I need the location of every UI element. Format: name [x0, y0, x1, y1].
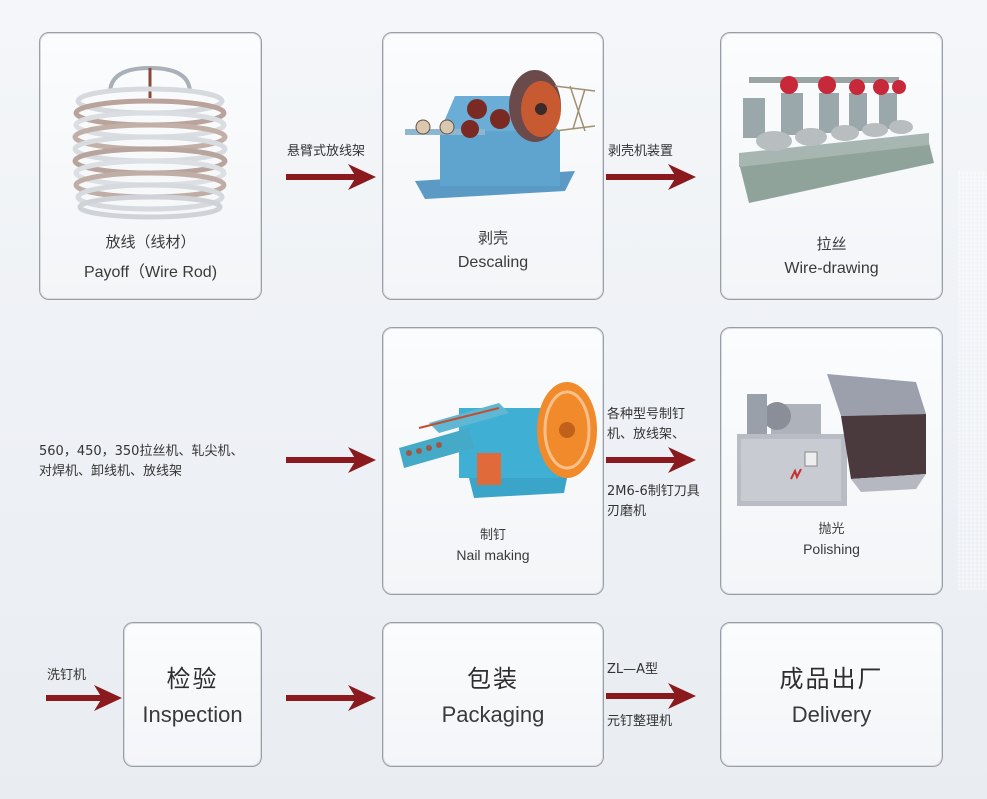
descaling-en-label: Descaling	[457, 254, 529, 271]
connector-label-packaging-delivery-above: ZL—A型	[607, 662, 659, 677]
step-polishing: 抛光 Polishing	[720, 327, 943, 595]
step-nail-making: 制钉 Nail making	[382, 327, 604, 595]
nail-polishing-above2: 机、放线架、	[607, 427, 686, 442]
payoff-zh-label: 放线（线材）	[105, 233, 196, 251]
nail-making-en-label: Nail making	[456, 547, 530, 563]
polishing-zh-label: 抛光	[818, 522, 845, 537]
connector-label-payoff-descaling: 悬臂式放线架	[287, 144, 366, 159]
wire-drawing-machine-image	[739, 76, 934, 203]
polishing-caption: 抛光 Polishing	[721, 518, 942, 557]
background-decoration	[958, 170, 987, 590]
connector-label-row3-input: 洗钉机	[47, 668, 87, 683]
wire-drawing-zh-label: 拉丝	[816, 235, 847, 253]
arrow-right-icon	[46, 685, 122, 711]
polishing-machine-image	[737, 374, 926, 506]
connector-label-nail-polishing-below: 2M6-6制钉刀具 刃磨机	[607, 482, 700, 522]
wire-coil-image	[72, 65, 228, 220]
delivery-en-label: Delivery	[791, 702, 872, 727]
inspection-en-label: Inspection	[142, 702, 243, 727]
delivery-caption: 成品出厂 Delivery	[721, 659, 942, 728]
nail-polishing-below1: 2M6-6制钉刀具	[607, 484, 700, 499]
row2-input-line1: 560，450，350拉丝机、轧尖机、	[39, 444, 244, 459]
descaling-caption: 剥壳 Descaling	[383, 227, 603, 272]
connector-label-row2-input: 560，450，350拉丝机、轧尖机、 对焊机、卸线机、放线架	[39, 442, 243, 482]
packaging-caption: 包装 Packaging	[383, 659, 603, 728]
arrow-right-icon	[286, 164, 376, 190]
wire-drawing-caption: 拉丝 Wire-drawing	[721, 233, 942, 278]
inspection-caption: 检验 Inspection	[124, 659, 261, 728]
step-packaging: 包装 Packaging	[382, 622, 604, 767]
arrow-right-icon	[606, 447, 696, 473]
step-payoff: 放线（线材） Payoff（Wire Rod)	[39, 32, 262, 300]
packaging-zh-label: 包装	[467, 665, 519, 693]
arrow-right-icon	[286, 685, 376, 711]
nail-polishing-above1: 各种型号制钉	[607, 407, 686, 422]
descaling-machine-image	[405, 70, 595, 199]
row2-input-line2: 对焊机、卸线机、放线架	[39, 464, 183, 479]
nail-making-zh-label: 制钉	[479, 528, 506, 543]
payoff-en-label: Payoff（Wire Rod)	[83, 264, 218, 281]
arrow-right-icon	[606, 164, 696, 190]
connector-label-nail-polishing-above: 各种型号制钉 机、放线架、	[607, 405, 685, 445]
nail-making-caption: 制钉 Nail making	[383, 524, 603, 563]
descaling-zh-label: 剥壳	[477, 229, 508, 247]
delivery-zh-label: 成品出厂	[779, 665, 884, 693]
arrow-right-icon	[286, 447, 376, 473]
wire-drawing-en-label: Wire-drawing	[784, 260, 879, 277]
payoff-caption: 放线（线材） Payoff（Wire Rod)	[40, 231, 261, 282]
step-descaling: 剥壳 Descaling	[382, 32, 604, 300]
packaging-en-label: Packaging	[441, 702, 545, 727]
step-delivery: 成品出厂 Delivery	[720, 622, 943, 767]
connector-label-packaging-delivery-below: 元钉整理机	[607, 714, 673, 729]
inspection-zh-label: 检验	[166, 665, 219, 693]
nail-making-machine-image	[399, 382, 597, 498]
polishing-en-label: Polishing	[803, 541, 860, 557]
nail-polishing-below2: 刃磨机	[607, 504, 647, 519]
connector-label-descaling-drawing: 剥壳机装置	[608, 144, 674, 159]
step-inspection: 检验 Inspection	[123, 622, 262, 767]
arrow-right-icon	[606, 683, 696, 709]
step-wire-drawing: 拉丝 Wire-drawing	[720, 32, 943, 300]
